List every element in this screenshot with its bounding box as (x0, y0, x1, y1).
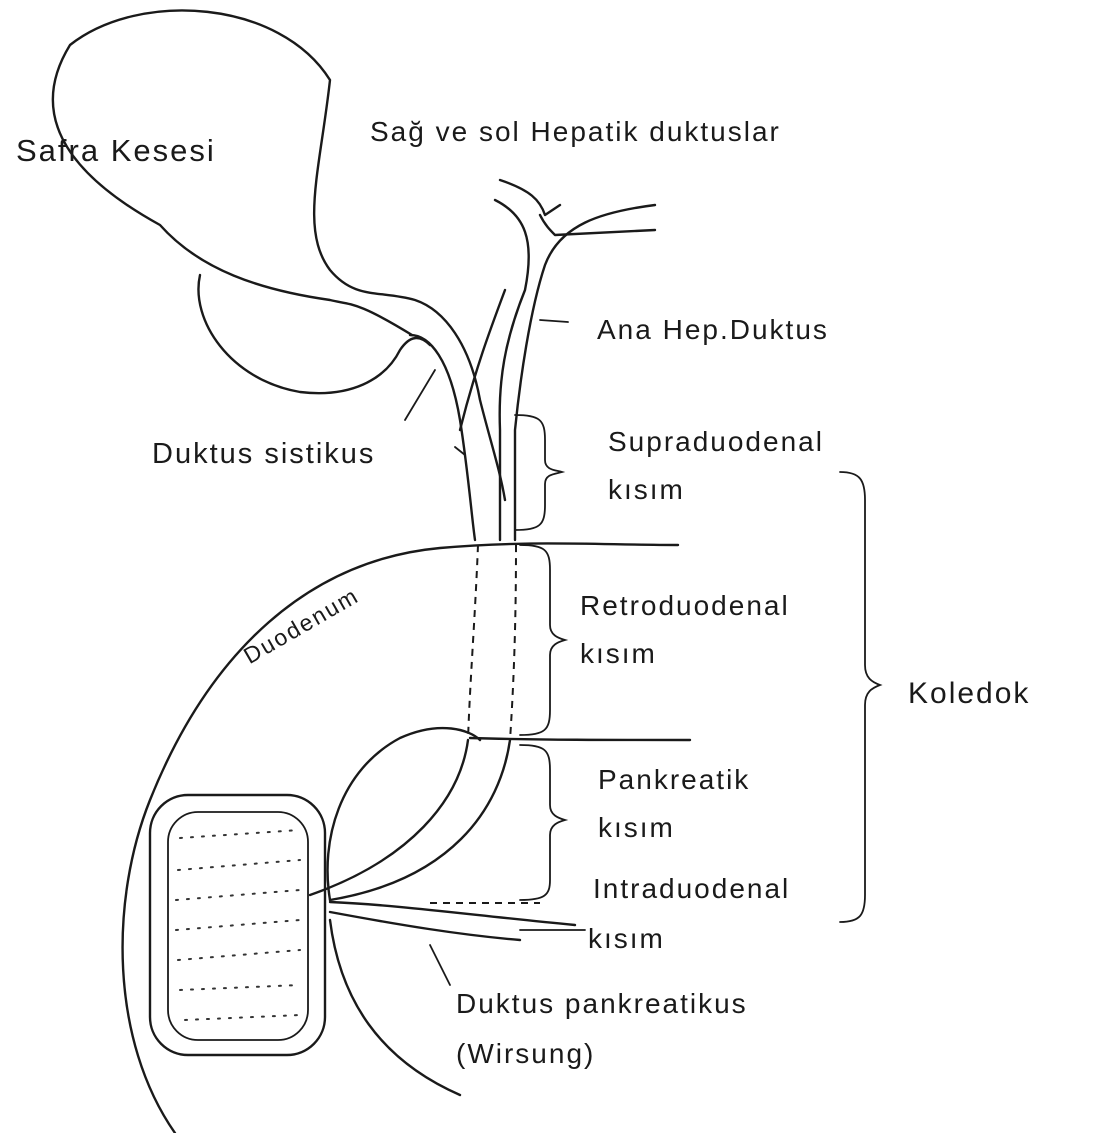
label-pankreatik: Pankreatik (598, 766, 750, 794)
ampulla-folds (176, 830, 300, 1020)
cbd-dashed-right (510, 545, 516, 740)
brace-pankreatik (520, 745, 565, 900)
gallbladder-lower-wall (198, 275, 430, 393)
label-pankreatik-kisim: kısım (598, 814, 675, 842)
label-supraduodenal: Supraduodenal (608, 428, 824, 456)
cbd-dashed-left (468, 545, 478, 740)
label-intraduodenal-kisim: kısım (588, 925, 665, 953)
label-duktus-pankreatikus: Duktus pankreatikus (456, 990, 748, 1018)
cbd-pancreatic-left (310, 740, 468, 895)
duodenum-lower-curve (330, 920, 460, 1095)
brace-retroduodenal (520, 545, 565, 735)
label-wirsung: (Wirsung) (456, 1040, 595, 1068)
label-koledok: Koledok (908, 679, 1030, 709)
label-safra-kesesi: Safra Kesesi (16, 135, 216, 166)
pancreatic-duct-top (330, 902, 575, 925)
label-ana-hep-duktus: Ana Hep.Duktus (597, 316, 829, 344)
brace-koledok (840, 472, 880, 922)
label-duktus-sistikus: Duktus sistikus (152, 440, 375, 469)
label-retroduodenal-kisim: kısım (580, 640, 657, 668)
brace-supraduodenal (515, 415, 562, 530)
ampulla-inner (168, 812, 308, 1040)
cystic-duct (410, 335, 475, 540)
label-intraduodenal: Intraduodenal (593, 875, 790, 903)
label-retroduodenal: Retroduodenal (580, 592, 790, 620)
label-hepatik-duktuslar: Sağ ve sol Hepatik duktuslar (370, 118, 781, 146)
gallbladder-outline (53, 10, 505, 500)
duodenum-inner (328, 728, 480, 900)
label-supraduodenal-kisim: kısım (608, 476, 685, 504)
hepatic-duct-left-wall (495, 200, 529, 540)
leader-lines (405, 320, 585, 985)
duodenum-lower-line (470, 738, 690, 740)
